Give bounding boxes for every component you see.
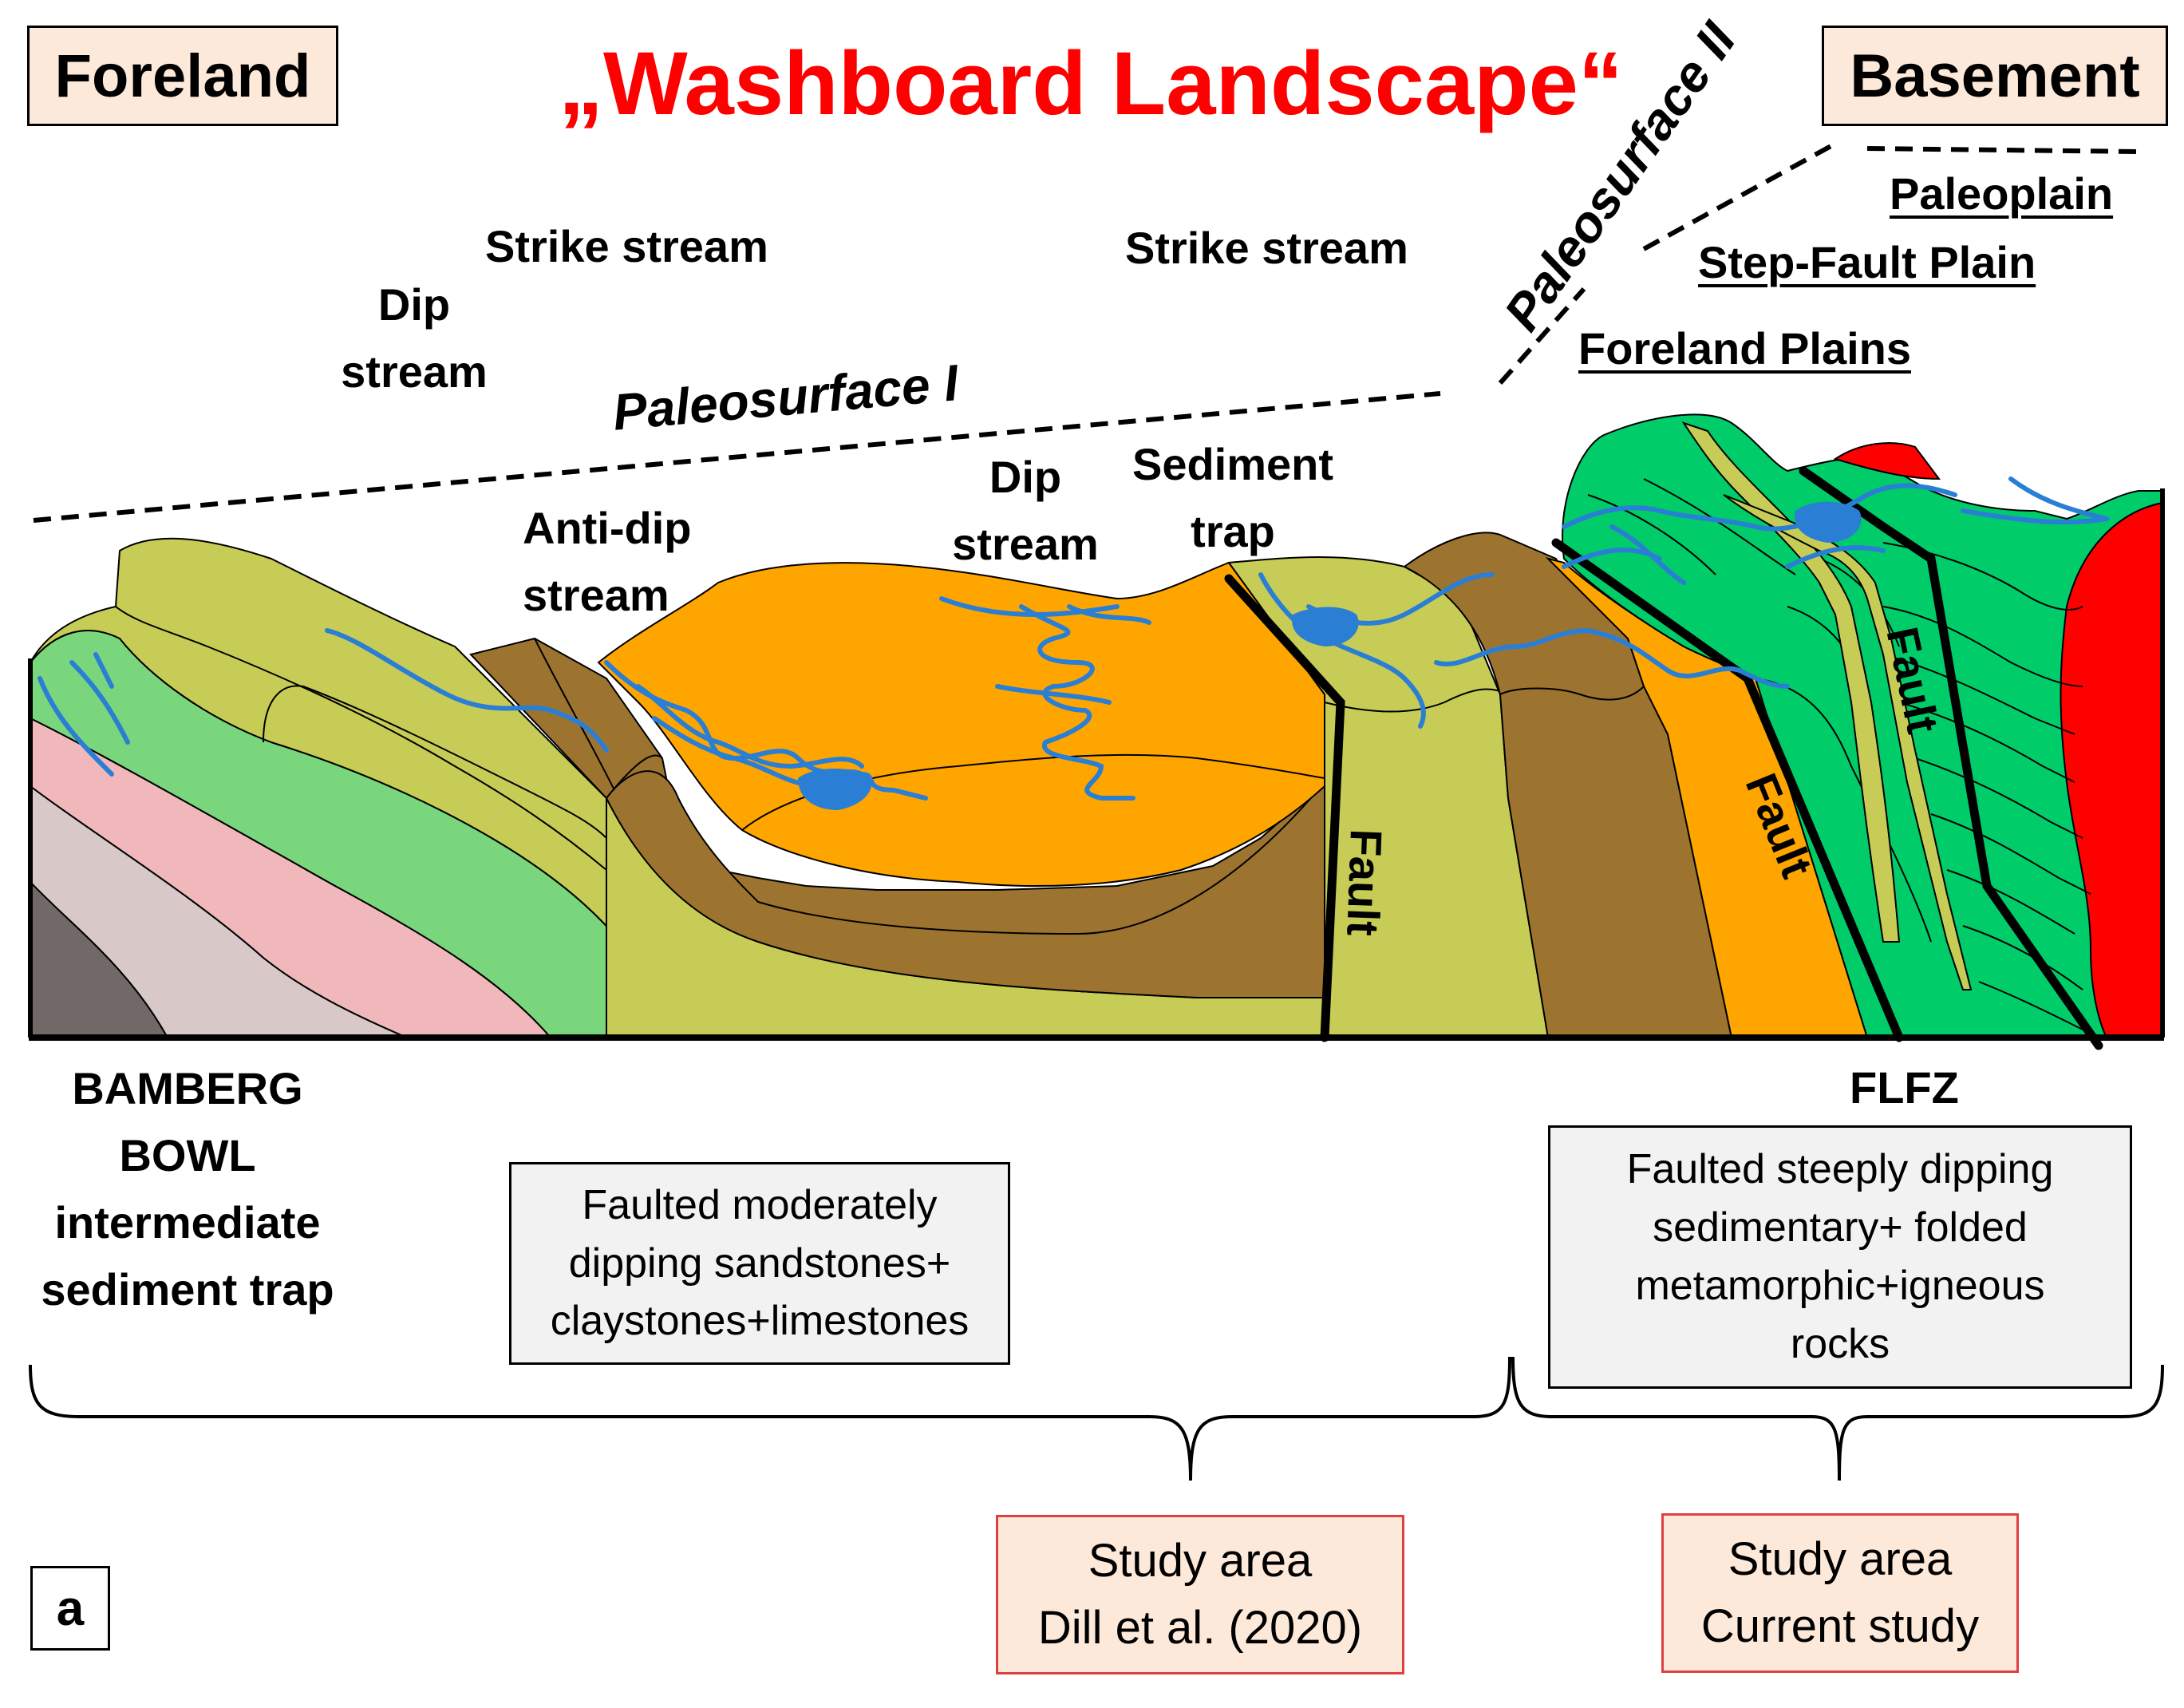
- info-right-line1: Faulted steeply dipping: [1626, 1146, 2054, 1193]
- anti-dip-stream-label: Anti-dip stream: [523, 495, 691, 629]
- strike-stream-left-label: Strike stream: [485, 221, 768, 271]
- dip-stream-mid-label: Dip stream: [938, 444, 1113, 578]
- red-intrusion-right: [2060, 501, 2163, 1038]
- info-right-line4: rocks: [1790, 1320, 1890, 1367]
- fault-label-1: Fault: [1337, 828, 1392, 937]
- olive-ridge-line-2: [263, 685, 607, 839]
- info-box-left: Faulted moderately dipping sandstones+ c…: [509, 1162, 1010, 1365]
- olive-ridge-line: [115, 606, 607, 871]
- sediment-trap-label: Sediment trap: [1117, 431, 1349, 565]
- paleosurface-dashes: [33, 141, 2139, 523]
- dip-stream-left-label: Dip stream: [330, 271, 498, 405]
- flfz-label: FLFZ: [1850, 1062, 1959, 1113]
- info-box-right: Faulted steeply dipping sedimentary+ fol…: [1548, 1125, 2132, 1389]
- bamberg-line1: BAMBERG: [72, 1063, 303, 1113]
- sediment-trap-line1: Sediment: [1131, 439, 1334, 489]
- lakes: [798, 501, 1862, 810]
- basement-tag: Basement: [1822, 26, 2168, 126]
- info-right-line2: sedimentary+ folded: [1653, 1204, 2028, 1251]
- layer-brown-base: [605, 770, 1325, 998]
- info-left-line3: claystones+limestones: [550, 1298, 970, 1345]
- sediment-trap-line2: trap: [1191, 506, 1275, 556]
- bamberg-line4: sediment trap: [41, 1264, 334, 1315]
- study-right-line1: Study area: [1728, 1532, 1953, 1585]
- study-left-line1: Study area: [1088, 1534, 1313, 1587]
- dip-stream-left-line1: Dip: [377, 279, 451, 330]
- study-braces: [29, 1356, 2164, 1481]
- red-intrusion-top: [1833, 442, 1941, 480]
- olive-vein-2: [1723, 494, 1973, 990]
- bamberg-line3: intermediate: [54, 1197, 321, 1247]
- dip-stream-left-line2: stream: [341, 346, 488, 397]
- bamberg-line2: BOWL: [119, 1130, 256, 1180]
- study-area-left: Study area Dill et al. (2020): [996, 1515, 1404, 1674]
- bamberg-bowl-label: BAMBERG BOWL intermediate sediment trap: [16, 1055, 359, 1323]
- olive-top-line: [1324, 688, 1509, 713]
- dip-stream-mid-line1: Dip: [989, 452, 1062, 502]
- strike-stream-right-label: Strike stream: [1125, 223, 1408, 273]
- info-right-line3: metamorphic+igneous: [1635, 1263, 2045, 1309]
- study-area-right: Study area Current study: [1661, 1513, 2019, 1673]
- brown-right-line: [1499, 686, 1645, 701]
- anti-dip-line2: stream: [523, 570, 669, 620]
- fault-lines: [1224, 466, 2103, 1050]
- panel-label: a: [30, 1566, 110, 1651]
- step-fault-plain-label: Step-Fault Plain: [1698, 237, 2036, 287]
- info-left-line1: Faulted moderately: [582, 1181, 938, 1228]
- foreland-plains-label: Foreland Plains: [1578, 323, 1911, 374]
- layer-orange-basin: [597, 561, 1325, 887]
- streams: [38, 476, 2109, 801]
- diagram-title: „Washboard Landscape“: [559, 34, 1623, 133]
- foreland-tag: Foreland: [27, 26, 338, 126]
- study-right-line2: Current study: [1700, 1600, 1980, 1652]
- study-left-line2: Dill et al. (2020): [1037, 1602, 1363, 1654]
- paleoplain-label: Paleoplain: [1890, 168, 2114, 219]
- anti-dip-line1: Anti-dip: [523, 503, 692, 553]
- info-left-line2: dipping sandstones+: [568, 1239, 951, 1287]
- dip-stream-mid-line2: stream: [952, 519, 1099, 569]
